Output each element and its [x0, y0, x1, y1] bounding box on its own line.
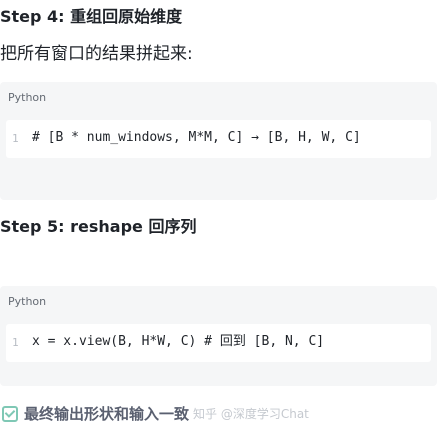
step4-heading: Step 4: 重组回原始维度	[0, 7, 183, 26]
code-line[interactable]: x = x.view(B, H*W, C) # 回到 [B, N, C]	[32, 334, 325, 349]
code-body: 1 # [B * num_windows, M*M, C] → [B, H, W…	[6, 120, 431, 158]
code-language-label[interactable]: Python	[8, 91, 47, 104]
code-block-step5: Python 1 x = x.view(B, H*W, C) # 回到 [B, …	[0, 286, 437, 386]
code-language-label[interactable]: Python	[8, 295, 47, 308]
watermark-text: 知乎 @深度学习Chat	[193, 407, 309, 421]
footer-checklist-item: 最终输出形状和输入一致 知乎 @深度学习Chat	[0, 400, 437, 428]
code-body: 1 x = x.view(B, H*W, C) # 回到 [B, N, C]	[6, 324, 431, 362]
footer-text: 最终输出形状和输入一致	[24, 405, 190, 423]
line-number: 1	[12, 132, 19, 145]
step5-heading: Step 5: reshape 回序列	[0, 217, 197, 236]
checkbox-icon[interactable]	[2, 406, 18, 422]
step4-paragraph: 把所有窗口的结果拼起来:	[0, 44, 193, 64]
code-line[interactable]: # [B * num_windows, M*M, C] → [B, H, W, …	[32, 130, 361, 145]
line-number: 1	[12, 336, 19, 349]
code-block-step4: Python 1 # [B * num_windows, M*M, C] → […	[0, 82, 437, 200]
